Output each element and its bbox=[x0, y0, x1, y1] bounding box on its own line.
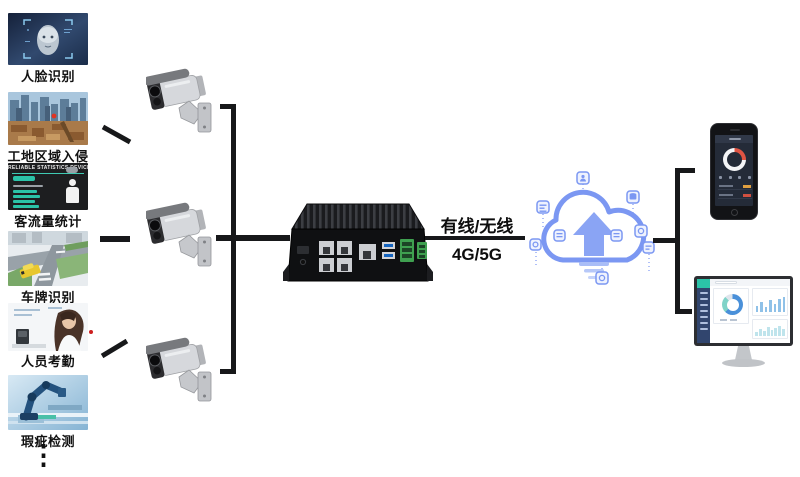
divider bbox=[12, 173, 84, 174]
bus-to-device-line bbox=[216, 235, 290, 241]
scenario-label: 车牌识别 bbox=[20, 290, 75, 305]
monitor-stand bbox=[735, 346, 752, 360]
chart-legend bbox=[720, 319, 737, 321]
list-item-bar bbox=[13, 205, 39, 208]
phone-stat-row bbox=[718, 183, 752, 190]
smartphone-icon bbox=[710, 123, 758, 220]
site-intrusion-thumbnail bbox=[8, 92, 88, 145]
red-dot-marker bbox=[89, 330, 93, 334]
robot-arm-icon bbox=[8, 375, 88, 430]
bar-chart bbox=[756, 295, 785, 312]
cloud-upload-icon bbox=[529, 171, 655, 285]
connector-dash bbox=[101, 124, 132, 145]
donut-chart bbox=[722, 294, 743, 315]
phone-stat-row bbox=[718, 192, 752, 199]
passenger-flow-thumbnail: RELIABLE STATISTICS DEVICE bbox=[8, 163, 88, 210]
person-icon bbox=[66, 187, 79, 203]
list-item-bar bbox=[13, 190, 37, 193]
scenario-label: 人员考勤 bbox=[20, 354, 75, 369]
stub-to-phone bbox=[675, 168, 695, 173]
link-divider-line bbox=[425, 236, 525, 240]
scenario-label: 人脸识别 bbox=[20, 69, 75, 84]
list-item-bar bbox=[13, 195, 40, 198]
phone-action-icons bbox=[719, 176, 751, 179]
phone-gauge-chart bbox=[723, 148, 746, 171]
dashboard-screen bbox=[697, 279, 790, 343]
cloud-to-clients-line bbox=[653, 238, 677, 243]
phone-home-button bbox=[731, 209, 738, 216]
stub-to-monitor bbox=[675, 309, 692, 314]
connector-dash bbox=[100, 338, 129, 359]
bracket-stub-top bbox=[220, 104, 236, 109]
flow-statistics-icon: RELIABLE STATISTICS DEVICE bbox=[8, 163, 88, 210]
edge-ai-box-icon bbox=[283, 203, 433, 282]
scenario-label: 客流量统计 bbox=[14, 214, 82, 229]
search-pill bbox=[715, 281, 737, 284]
defect-detection-thumbnail bbox=[8, 375, 88, 430]
camera-icon bbox=[146, 202, 212, 267]
flow-thumb-header: RELIABLE STATISTICS DEVICE bbox=[8, 165, 88, 171]
face-scan-icon bbox=[8, 13, 88, 65]
person-icon bbox=[69, 179, 76, 186]
sidebar-menu bbox=[697, 292, 710, 330]
client-bus-line bbox=[675, 168, 680, 314]
more-scenarios-ellipsis: ⋮ bbox=[30, 440, 57, 470]
license-plate-thumbnail bbox=[8, 231, 88, 286]
cloud-mini-icon bbox=[66, 167, 78, 173]
camera-icon bbox=[146, 68, 212, 133]
attendance-thumbnail bbox=[8, 303, 88, 351]
connector-dash bbox=[100, 236, 130, 242]
link-type-label: 有线/无线 bbox=[440, 217, 514, 236]
street-scene-icon bbox=[8, 231, 88, 286]
phone-screen bbox=[715, 135, 753, 206]
donut-chart-panel bbox=[713, 288, 749, 324]
area-chart-panel bbox=[752, 319, 788, 339]
bracket-stub-bottom bbox=[220, 369, 236, 374]
scenario-label: 工地区域入侵 bbox=[7, 149, 89, 164]
teal-badge bbox=[13, 176, 35, 181]
monitor-icon bbox=[694, 276, 793, 346]
construction-site-icon bbox=[8, 92, 88, 145]
phone-app-titlebar bbox=[715, 135, 753, 143]
phone-speaker bbox=[730, 129, 740, 131]
monitor-base bbox=[722, 359, 765, 367]
network-label: 4G/5G bbox=[451, 245, 503, 264]
scenario-label: 瑕疵检测 bbox=[20, 434, 75, 449]
area-chart bbox=[755, 326, 785, 336]
list-item-bar bbox=[13, 200, 35, 203]
dashboard-topbar bbox=[710, 279, 790, 286]
camera-icon bbox=[146, 337, 212, 402]
dashboard-sidebar bbox=[697, 279, 710, 343]
text-line bbox=[13, 185, 43, 187]
dashboard-logo bbox=[697, 279, 710, 288]
face-recognition-thumbnail bbox=[8, 13, 88, 65]
attendance-scene-icon bbox=[8, 303, 88, 351]
bar-chart-panel bbox=[752, 288, 788, 316]
